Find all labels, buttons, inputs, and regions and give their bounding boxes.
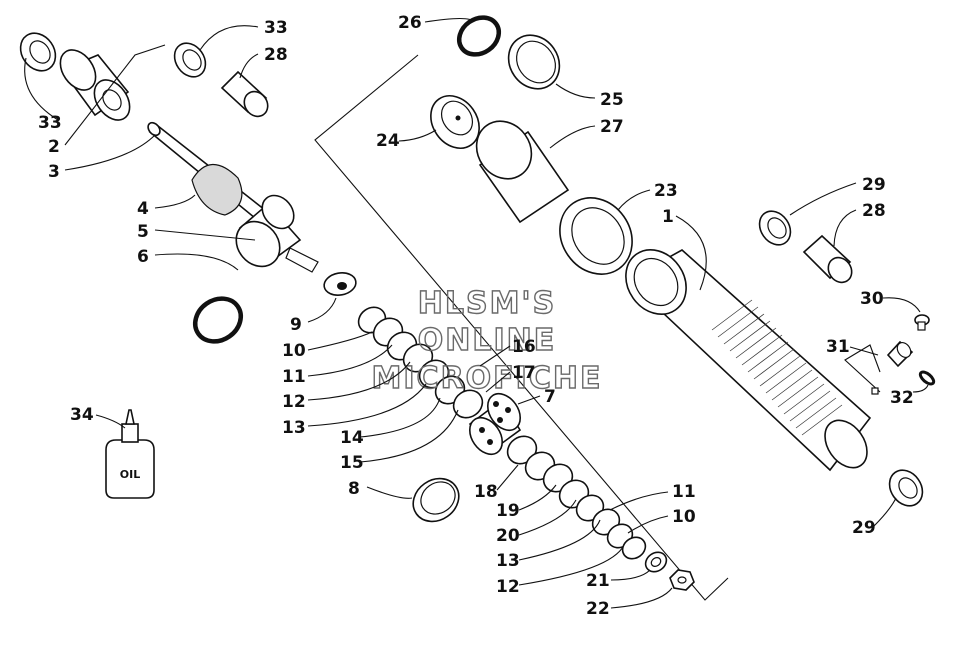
callout-1: 1 [662,207,674,227]
oil-bottle-label: OIL [120,468,140,481]
body-threads [711,299,843,436]
callout-9: 9 [290,315,302,335]
callout-32: 32 [890,388,914,408]
part-sleeve-28-left [220,70,269,118]
part-ring-25 [507,34,561,90]
callout-16: 16 [512,337,536,357]
part-bushing-29-bottom [888,469,924,507]
callout-34: 34 [70,405,94,425]
callout-13-lower: 13 [496,551,520,571]
part-bushing-29-top [758,210,792,246]
part-small-valve-core [871,387,879,395]
callout-28-left: 28 [264,45,288,65]
part-washer-21 [644,551,668,573]
callout-4: 4 [137,199,149,219]
callout-6: 6 [137,247,149,267]
part-valve-31 [886,340,914,368]
callout-27: 27 [600,117,624,137]
part-eyelet-2 [59,49,131,121]
part-piston-7 [468,392,522,456]
part-nut-22 [669,569,695,591]
callout-18: 18 [474,482,498,502]
part-oil-bottle-34: OIL [105,409,155,499]
part-oring-32 [918,370,936,386]
callout-20: 20 [496,526,520,546]
part-shock-body-1 [625,249,872,472]
part-oring-6 [192,296,244,344]
callout-12-upper: 12 [282,392,306,412]
callout-3: 3 [48,162,60,182]
callout-10-upper: 10 [282,341,306,361]
callout-17: 17 [512,363,536,383]
part-bushing-33-right [173,42,207,78]
assembly-bracket [314,54,881,601]
watermark-line-2: ONLINE [418,323,557,358]
part-collar-27 [475,120,570,224]
callout-29-bottom: 29 [852,518,876,538]
callout-15: 15 [340,453,364,473]
callout-11-upper: 11 [282,367,306,387]
callout-33-left: 33 [38,113,62,133]
callout-21: 21 [586,571,610,591]
part-screw-30 [914,314,930,331]
watermark-line-1: HLSM'S [418,286,556,321]
part-ring-23 [559,197,633,275]
callout-23: 23 [654,181,678,201]
callout-22: 22 [586,599,610,619]
callout-13-upper: 13 [282,418,306,438]
part-bumper-4 [191,163,243,216]
callout-19: 19 [496,501,520,521]
callout-5: 5 [137,222,149,242]
callout-8: 8 [348,479,360,499]
callouts: 33 28 33 2 3 4 5 6 9 10 11 12 13 14 15 1… [38,13,914,619]
valve-shim-stack-upper [357,306,484,419]
part-washer-9 [323,272,357,296]
callout-30: 30 [860,289,884,309]
part-oring-26 [456,15,502,57]
callout-31: 31 [826,337,850,357]
callout-24: 24 [376,131,400,151]
part-wear-band-8 [412,477,460,523]
callout-10-lower: 10 [672,507,696,527]
callout-2: 2 [48,137,60,157]
valve-shim-stack-lower [506,435,647,560]
callout-14: 14 [340,428,364,448]
part-cap-5 [235,194,319,273]
part-piston-24 [430,95,480,149]
callout-11-lower: 11 [672,482,696,502]
callout-7: 7 [544,387,556,407]
part-sleeve-28-right [802,234,853,284]
callout-28-right: 28 [862,201,886,221]
callout-33-top: 33 [264,18,288,38]
callout-25: 25 [600,90,624,110]
callout-26: 26 [398,13,422,33]
callout-12-lower: 12 [496,577,520,597]
callout-29-top: 29 [862,175,886,195]
part-bushing-33-left [19,32,57,72]
leader-lines [24,17,929,609]
watermark-line-3: MICROFICHE [372,361,603,396]
watermark: HLSM'S ONLINE MICROFICHE [371,285,603,396]
